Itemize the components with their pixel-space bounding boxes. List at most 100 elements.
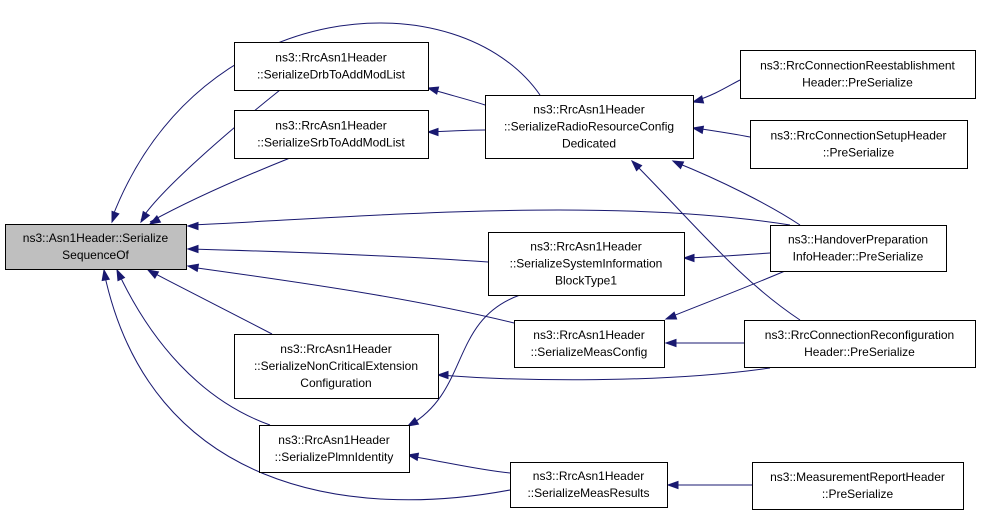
node-label-line: SequenceOf bbox=[62, 248, 129, 262]
edge-serialize-system-information-block-type1-to-serialize-sequence-of bbox=[186, 244, 489, 263]
edge-handover-preparation-info-header-preserialize-to-serialize-meas-config bbox=[664, 270, 786, 320]
edge-line bbox=[409, 455, 511, 474]
arrowhead bbox=[671, 160, 685, 170]
node-box[interactable] bbox=[259, 425, 410, 473]
node-box[interactable] bbox=[488, 232, 685, 296]
node-label-line: ns3::RrcAsn1Header bbox=[275, 119, 386, 133]
node-label-line: Header::PreSerialize bbox=[802, 76, 913, 90]
node-serialize-meas-config[interactable]: ns3::RrcAsn1Header::SerializeMeasConfig bbox=[514, 320, 665, 368]
edge-handover-preparation-info-header-preserialize-to-serialize-system-information-block-type1 bbox=[682, 252, 771, 263]
node-label-line: BlockType1 bbox=[555, 274, 617, 288]
node-box[interactable] bbox=[752, 462, 964, 510]
arrowhead bbox=[426, 86, 440, 95]
node-measurement-report-header-preserialize[interactable]: ns3::MeasurementReportHeader::PreSeriali… bbox=[752, 462, 964, 510]
node-label-line: ns3::RrcConnectionReconfiguration bbox=[765, 328, 954, 342]
node-serialize-srb-to-add-mod-list[interactable]: ns3::RrcAsn1Header::SerializeSrbToAddMod… bbox=[234, 110, 429, 159]
node-box[interactable] bbox=[770, 225, 947, 272]
arrowhead bbox=[666, 480, 679, 490]
edge-line bbox=[103, 271, 511, 501]
arrowhead bbox=[682, 253, 695, 263]
node-label-line: Dedicated bbox=[562, 137, 616, 151]
node-label-line: ns3::RrcAsn1Header bbox=[533, 103, 644, 117]
edge-line bbox=[667, 270, 786, 319]
edge-line bbox=[117, 271, 271, 426]
node-rrc-connection-setup-header-preserialize[interactable]: ns3::RrcConnectionSetupHeader::PreSerial… bbox=[750, 120, 968, 169]
edge-rrc-connection-reconfiguration-header-preserialize-to-serialize-radio-resource-config-dedicated bbox=[630, 159, 801, 321]
edge-serialize-system-information-block-type1-to-serialize-plmn-identity bbox=[406, 294, 521, 427]
node-box[interactable] bbox=[750, 120, 968, 169]
edge-measurement-report-header-preserialize-to-serialize-meas-results bbox=[666, 480, 752, 490]
edge-line bbox=[633, 162, 801, 321]
arrowhead bbox=[116, 268, 126, 282]
node-label-line: ns3::RrcAsn1Header bbox=[280, 342, 391, 356]
node-label-line: ::SerializeNonCriticalExtension bbox=[254, 359, 418, 373]
arrowhead bbox=[140, 210, 151, 224]
edge-handover-preparation-info-header-preserialize-to-serialize-radio-resource-config-dedicated bbox=[671, 160, 801, 226]
edge-line bbox=[409, 294, 521, 426]
arrowhead bbox=[186, 221, 199, 231]
edge-rrc-connection-reconfiguration-header-preserialize-to-serialize-non-critical-extension-configuration bbox=[436, 367, 771, 381]
node-label-line: ns3::RrcAsn1Header bbox=[530, 240, 641, 254]
edge-serialize-radio-resource-config-dedicated-to-serialize-srb-to-add-mod-list bbox=[426, 127, 486, 137]
node-serialize-non-critical-extension-configuration[interactable]: ns3::RrcAsn1Header::SerializeNonCritical… bbox=[234, 334, 439, 399]
arrowhead bbox=[111, 210, 120, 224]
edge-line bbox=[111, 22, 541, 219]
edge-line bbox=[149, 270, 273, 335]
node-label-line: ns3::RrcAsn1Header bbox=[533, 469, 644, 483]
node-box[interactable] bbox=[234, 42, 429, 91]
node-serialize-radio-resource-config-dedicated[interactable]: ns3::RrcAsn1Header::SerializeRadioResour… bbox=[485, 95, 694, 159]
node-label-line: ::SerializeMeasConfig bbox=[531, 345, 648, 359]
node-label-line: ns3::HandoverPreparation bbox=[788, 233, 928, 247]
node-label-line: ns3::RrcAsn1Header bbox=[275, 51, 386, 65]
arrowhead bbox=[146, 269, 160, 279]
node-label-line: ::SerializeDrbToAddModList bbox=[257, 68, 406, 82]
edge-line bbox=[429, 88, 486, 106]
node-handover-preparation-info-header-preserialize[interactable]: ns3::HandoverPreparationInfoHeader::PreS… bbox=[770, 225, 947, 272]
node-label-line: ::SerializeSrbToAddModList bbox=[257, 136, 405, 150]
node-box[interactable] bbox=[510, 462, 668, 508]
node-serialize-meas-results[interactable]: ns3::RrcAsn1Header::SerializeMeasResults bbox=[510, 462, 668, 508]
node-label-line: ::SerializePlmnIdentity bbox=[275, 450, 394, 464]
arrowhead bbox=[691, 125, 705, 135]
node-layer: ns3::Asn1Header::SerializeSequenceOfns3:… bbox=[5, 42, 976, 510]
edge-layer bbox=[101, 22, 801, 501]
node-serialize-drb-to-add-mod-list[interactable]: ns3::RrcAsn1Header::SerializeDrbToAddMod… bbox=[234, 42, 429, 91]
edge-line bbox=[189, 266, 515, 324]
node-label-line: ns3::Asn1Header::Serialize bbox=[23, 231, 169, 245]
node-label-line: Configuration bbox=[300, 376, 371, 390]
arrowhead bbox=[436, 370, 449, 380]
node-box[interactable] bbox=[740, 50, 976, 99]
node-box[interactable] bbox=[234, 110, 429, 159]
node-box[interactable] bbox=[234, 334, 439, 399]
edge-line bbox=[140, 89, 281, 221]
node-serialize-plmn-identity[interactable]: ns3::RrcAsn1Header::SerializePlmnIdentit… bbox=[259, 425, 410, 473]
arrowhead bbox=[664, 338, 677, 348]
edge-rrc-connection-setup-header-preserialize-to-serialize-radio-resource-config-dedicated bbox=[691, 125, 751, 138]
node-serialize-system-information-block-type1[interactable]: ns3::RrcAsn1Header::SerializeSystemInfor… bbox=[488, 232, 685, 296]
node-box[interactable] bbox=[514, 320, 665, 368]
edge-serialize-plmn-identity-to-serialize-sequence-of bbox=[116, 268, 271, 426]
node-rrc-connection-reconfiguration-header-preserialize[interactable]: ns3::RrcConnectionReconfigurationHeader:… bbox=[744, 320, 976, 368]
node-box[interactable] bbox=[485, 95, 694, 159]
arrowhead bbox=[630, 159, 643, 172]
edge-serialize-meas-results-to-serialize-sequence-of bbox=[101, 268, 511, 501]
edge-serialize-drb-to-add-mod-list-to-serialize-sequence-of bbox=[140, 89, 281, 224]
edge-line bbox=[674, 161, 801, 226]
node-label-line: ::SerializeMeasResults bbox=[527, 486, 649, 500]
arrowhead bbox=[101, 268, 111, 282]
edge-rrc-connection-reconfiguration-header-preserialize-to-serialize-meas-config bbox=[664, 338, 744, 348]
node-rrc-connection-reestablishment-header-preserialize[interactable]: ns3::RrcConnectionReestablishmentHeader:… bbox=[740, 50, 976, 99]
node-label-line: ns3::RrcConnectionSetupHeader bbox=[770, 129, 946, 143]
node-box[interactable] bbox=[744, 320, 976, 368]
node-label-line: ::PreSerialize bbox=[822, 487, 894, 501]
arrowhead bbox=[426, 127, 439, 137]
node-label-line: ::SerializeSystemInformation bbox=[510, 257, 663, 271]
arrowhead bbox=[691, 95, 705, 104]
node-box[interactable] bbox=[5, 224, 187, 270]
node-label-line: ns3::RrcAsn1Header bbox=[278, 433, 389, 447]
arrowhead bbox=[148, 215, 162, 225]
node-label-line: ::PreSerialize bbox=[823, 146, 895, 160]
arrowhead bbox=[186, 244, 199, 254]
